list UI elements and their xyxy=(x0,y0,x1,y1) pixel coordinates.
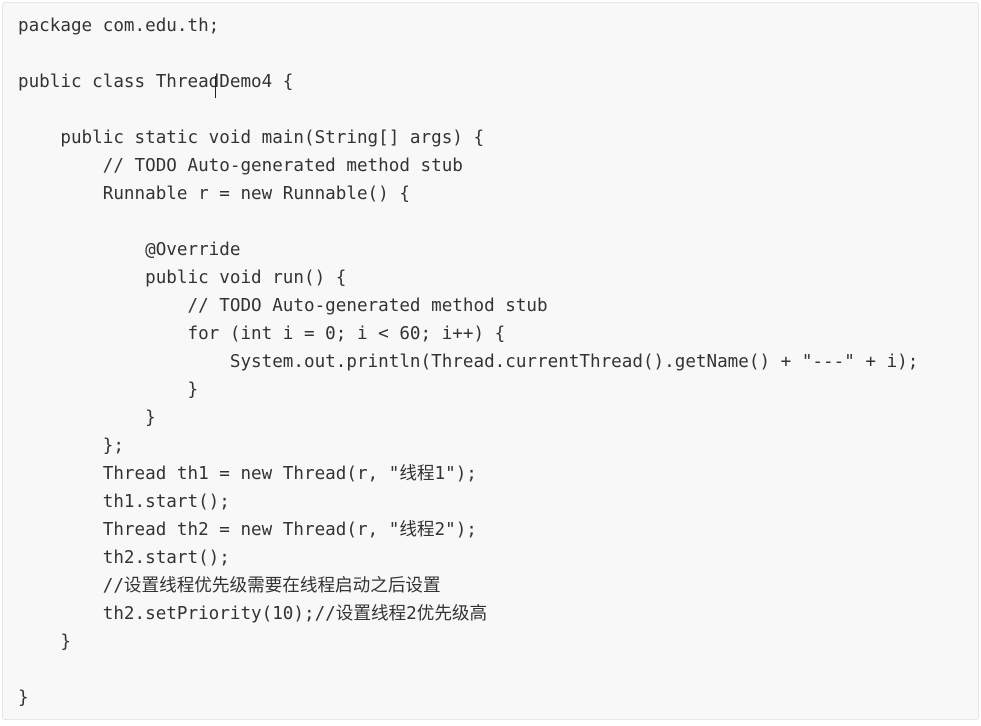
code-line[interactable]: } xyxy=(18,632,71,652)
text-caret xyxy=(215,76,216,98)
code-line[interactable]: public void run() { xyxy=(18,268,347,288)
code-line[interactable]: public static void main(String[] args) { xyxy=(18,128,485,148)
code-line[interactable]: th1.start(); xyxy=(18,492,230,512)
code-line[interactable]: @Override xyxy=(18,240,241,260)
code-line[interactable]: th2.start(); xyxy=(18,548,230,568)
code-line[interactable] xyxy=(18,208,918,236)
code-line[interactable]: //设置线程优先级需要在线程启动之后设置 xyxy=(18,576,441,596)
code-line[interactable]: package com.edu.th; xyxy=(18,16,220,36)
code-line[interactable]: Thread th1 = new Thread(r, "线程1"); xyxy=(18,464,477,484)
code-line[interactable]: for (int i = 0; i < 60; i++) { xyxy=(18,324,506,344)
code-line[interactable]: } xyxy=(18,380,199,400)
code-line[interactable]: // TODO Auto-generated method stub xyxy=(18,156,463,176)
code-line[interactable]: th2.setPriority(10);//设置线程2优先级高 xyxy=(18,604,488,624)
code-line[interactable]: } xyxy=(18,688,29,708)
code-line[interactable] xyxy=(18,656,918,684)
code-line[interactable] xyxy=(18,40,918,68)
code-line[interactable]: Runnable r = new Runnable() { xyxy=(18,184,410,204)
code-line[interactable]: public class ThreadDemo4 { xyxy=(18,72,294,92)
code-line[interactable] xyxy=(18,96,918,124)
code-line[interactable]: } xyxy=(18,408,156,428)
code-line[interactable]: System.out.println(Thread.currentThread(… xyxy=(18,352,919,372)
code-lines[interactable]: package com.edu.th; public class ThreadD… xyxy=(18,12,918,712)
code-line[interactable]: }; xyxy=(18,436,124,456)
code-line[interactable]: // TODO Auto-generated method stub xyxy=(18,296,548,316)
code-line[interactable]: Thread th2 = new Thread(r, "线程2"); xyxy=(18,520,477,540)
